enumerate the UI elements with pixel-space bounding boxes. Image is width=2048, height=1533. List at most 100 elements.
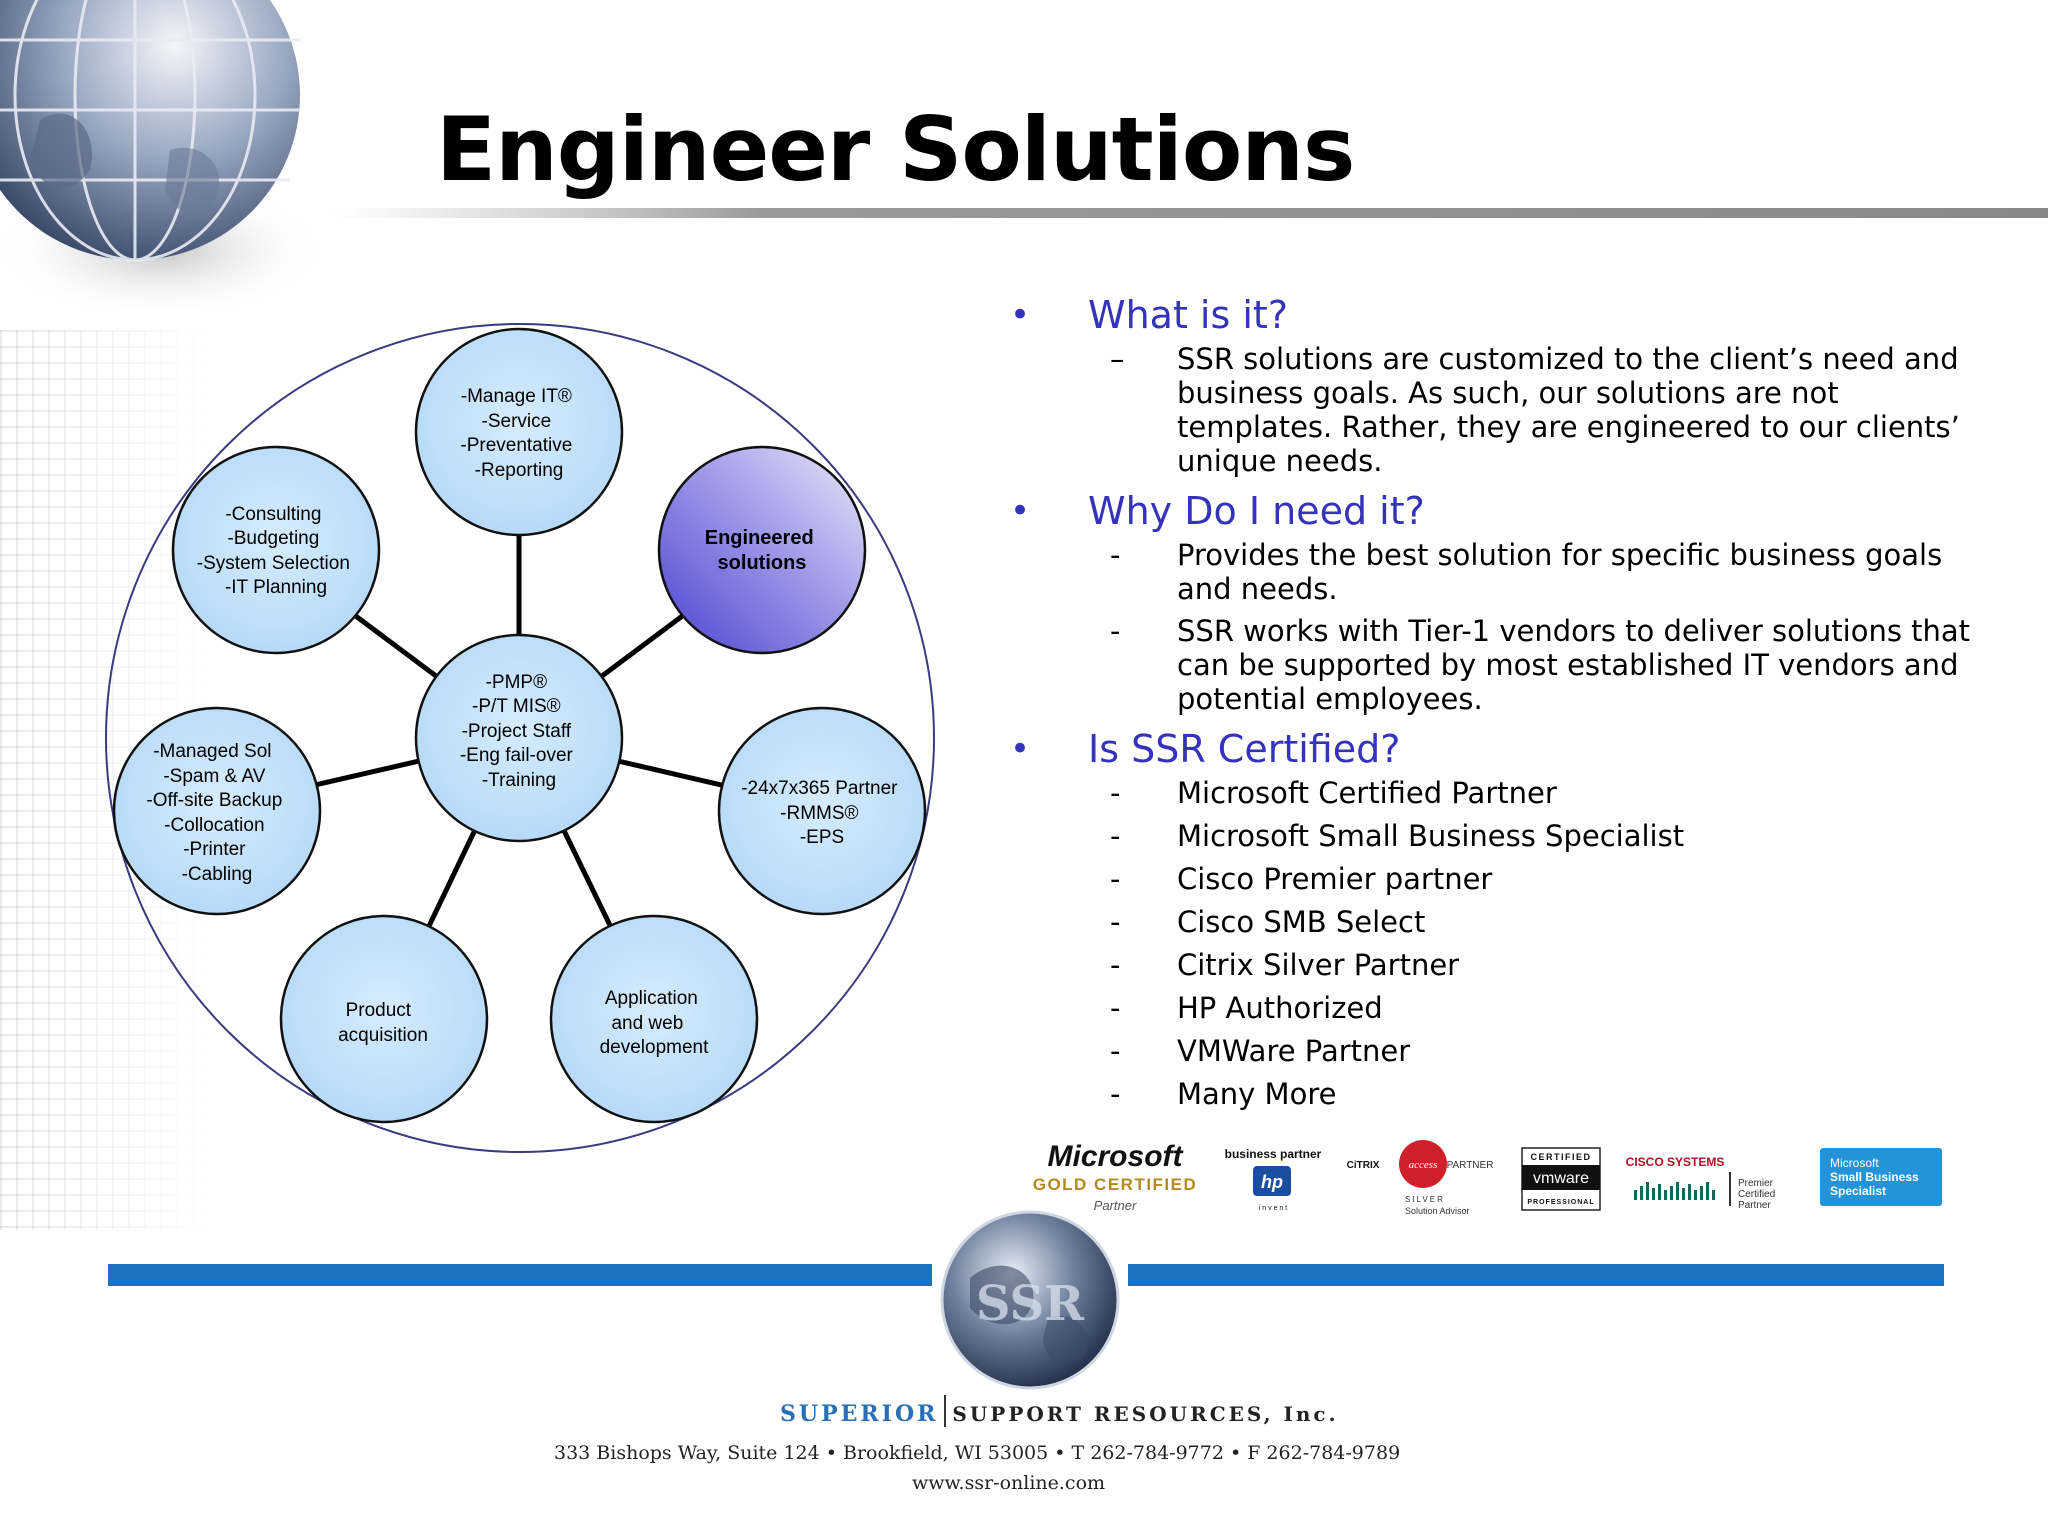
svg-text:PROFESSIONAL: PROFESSIONAL: [1527, 1199, 1594, 1206]
list-item-text: Cisco Premier partner: [1177, 862, 1493, 896]
partner-logos: Microsoft GOLD CERTIFIED Partner busines…: [1033, 1140, 1942, 1216]
svg-text:-Manage IT® -Service: -Manage IT® -Service -Preventative -Repo…: [460, 386, 577, 481]
node-top-line: -Preventative: [460, 435, 572, 456]
svg-text:i n v e n t: i n v e n t: [1259, 1205, 1287, 1212]
section-heading: • What is it?: [1000, 290, 2000, 340]
node-partner: -24x7x365 Partner -RMMS® -EPS: [717, 706, 927, 916]
cisco-premier-logo: CISCO SYSTEMS Premier Certified Partner: [1626, 1155, 1776, 1211]
node-partner-line: -24x7x365 Partner: [741, 778, 898, 799]
title-divider: [330, 208, 2048, 218]
list-item: - Many More: [1000, 1077, 2000, 1111]
node-engineered-solutions: Engineered solutions: [657, 445, 867, 655]
node-consulting-line: -IT Planning: [225, 577, 327, 598]
list-item-text: VMWare Partner: [1177, 1034, 1411, 1068]
list-item: - SSR works with Tier-1 vendors to deliv…: [1000, 614, 2000, 716]
company-name-secondary: SUPPORT RESOURCES, Inc.: [952, 1402, 1339, 1426]
node-partner-line: -EPS: [800, 827, 844, 848]
svg-text:Engineered solutions: Engineered solutions: [705, 527, 819, 574]
list-item: - VMWare Partner: [1000, 1034, 2000, 1068]
dash: -: [1110, 819, 1121, 853]
node-managed-line: -Printer: [183, 839, 246, 860]
dash: –: [1110, 342, 1125, 376]
svg-text:vmware: vmware: [1533, 1170, 1589, 1187]
list-item-text: SSR solutions are customized to the clie…: [1177, 342, 1960, 478]
dash: -: [1110, 948, 1121, 982]
node-managed-line: -Cabling: [182, 864, 253, 885]
svg-text:CISCO SYSTEMS: CISCO SYSTEMS: [1626, 1155, 1725, 1169]
company-address: 333 Bishops Way, Suite 124 • Brookfield,…: [554, 1442, 1401, 1464]
node-application-line: development: [600, 1037, 710, 1058]
page-title: Engineer Solutions: [436, 98, 1355, 201]
list-item-text: Microsoft Small Business Specialist: [1177, 819, 1685, 853]
node-top: -Manage IT® -Service -Preventative -Repo…: [414, 327, 624, 537]
vmware-certified-logo: CERTIFIED vmware PROFESSIONAL: [1521, 1147, 1601, 1211]
svg-text:Solution Advisor: Solution Advisor: [1405, 1206, 1470, 1216]
dash: -: [1110, 614, 1121, 648]
section-certified: • Is SSR Certified? - Microsoft Certifie…: [1000, 724, 2000, 1111]
section-heading: • Why Do I need it?: [1000, 486, 2000, 536]
section-heading-text: Why Do I need it?: [1088, 489, 1425, 533]
dash: -: [1110, 538, 1121, 572]
svg-text:Certified: Certified: [1738, 1189, 1775, 1200]
node-consulting: -Consulting -Budgeting -System Selection…: [171, 445, 381, 655]
company-name-separator: [944, 1395, 947, 1427]
company-website[interactable]: www.ssr-online.com: [912, 1472, 1106, 1494]
microsoft-gold-logo: Microsoft GOLD CERTIFIED Partner: [1033, 1140, 1198, 1213]
list-item: - HP Authorized: [1000, 991, 2000, 1025]
node-consulting-line: -System Selection: [197, 553, 350, 574]
svg-text:Partner: Partner: [1094, 1198, 1137, 1213]
svg-text:Partner: Partner: [1738, 1200, 1771, 1211]
corner-globe-icon: [0, 0, 330, 310]
list-item-text: SSR works with Tier-1 vendors to deliver…: [1177, 614, 1971, 716]
list-item: - Cisco Premier partner: [1000, 862, 2000, 896]
dash: -: [1110, 776, 1121, 810]
node-engineered-line: Engineered: [705, 527, 814, 549]
svg-text:-24x7x365 Partner -RMMS®: -24x7x365 Partner -RMMS® -EPS: [741, 778, 903, 848]
section-what: • What is it? – SSR solutions are custom…: [1000, 290, 2000, 478]
svg-text:Product acquisition: Product acquisition: [338, 1000, 428, 1046]
list-item-text: Citrix Silver Partner: [1177, 948, 1460, 982]
node-center-line: -Project Staff: [462, 721, 572, 742]
svg-text:GOLD CERTIFIED: GOLD CERTIFIED: [1033, 1175, 1198, 1194]
company-name: SUPERIOR SUPPORT RESOURCES, Inc.: [780, 1395, 1339, 1427]
svg-text:business partner: business partner: [1225, 1147, 1322, 1161]
node-consulting-line: -Budgeting: [227, 528, 319, 549]
company-name-primary: SUPERIOR: [780, 1401, 939, 1427]
list-item: - Provides the best solution for specifi…: [1000, 538, 2000, 606]
node-engineered-line: solutions: [718, 552, 807, 574]
dash: -: [1110, 1077, 1121, 1111]
node-consulting-line: -Consulting: [225, 504, 321, 525]
svg-text:Application and web: Application and web development: [600, 988, 710, 1058]
svg-text:hp: hp: [1261, 1172, 1283, 1192]
node-product: Product acquisition: [279, 914, 489, 1124]
section-why: • Why Do I need it? - Provides the best …: [1000, 486, 2000, 716]
dash: -: [1110, 862, 1121, 896]
svg-text:-Consulting -Budgeting: -Consulting -Budgeting -System Selection…: [197, 504, 355, 598]
node-application-line: Application: [605, 988, 698, 1009]
node-application-line: and web: [611, 1013, 683, 1034]
node-managed-line: -Spam & AV: [163, 766, 265, 787]
node-center: -PMP® -P/T MIS® -Project Staff -Eng fail…: [414, 633, 624, 843]
svg-text:Small Business: Small Business: [1830, 1170, 1919, 1184]
node-partner-line: -RMMS®: [780, 803, 858, 824]
outer-boundary-circle: [105, 323, 935, 1153]
svg-text:SSR: SSR: [976, 1276, 1085, 1332]
bullet: •: [1010, 729, 1031, 769]
node-center-line: -Eng fail-over: [460, 745, 574, 766]
footer-bar: SSR: [108, 1208, 1944, 1398]
list-item-text: Cisco SMB Select: [1177, 905, 1426, 939]
content-panel: • What is it? – SSR solutions are custom…: [1000, 290, 2000, 1122]
node-top-line: -Reporting: [475, 460, 564, 481]
microsoft-small-business-logo: Microsoft Small Business Specialist: [1820, 1148, 1942, 1206]
bullet: •: [1010, 491, 1031, 531]
dash: -: [1110, 905, 1121, 939]
node-center-line: -PMP®: [486, 672, 548, 693]
svg-text:CiTRIX: CiTRIX: [1347, 1160, 1380, 1171]
bullet: •: [1010, 295, 1031, 335]
svg-text:Premier: Premier: [1738, 1178, 1774, 1189]
list-item-text: Provides the best solution for specific …: [1177, 538, 1943, 606]
node-product-line: acquisition: [338, 1025, 428, 1046]
svg-text:Microsoft: Microsoft: [1830, 1156, 1879, 1170]
dash: -: [1110, 991, 1121, 1025]
section-heading-text: Is SSR Certified?: [1088, 727, 1401, 771]
